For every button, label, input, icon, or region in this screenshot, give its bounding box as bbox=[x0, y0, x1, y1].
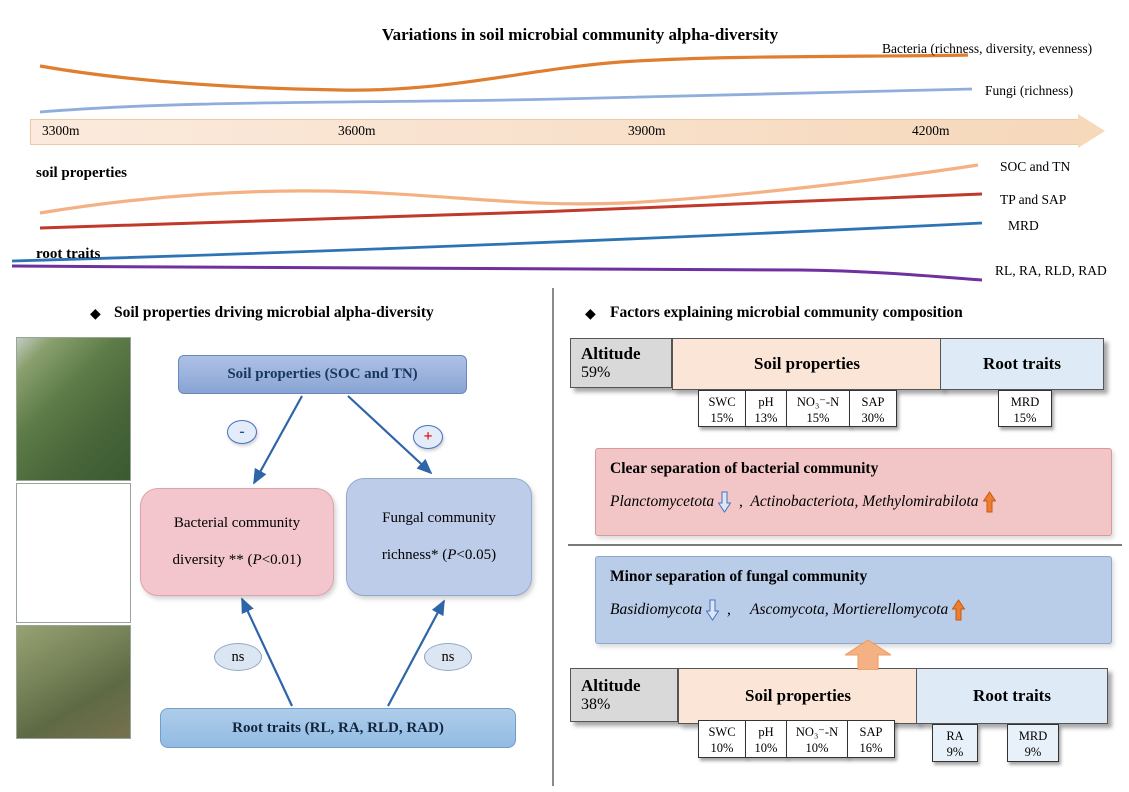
top-soil-factor-row: SWC 15% pH 13% NO₃⁻-N 15% SAP 30% bbox=[698, 390, 897, 427]
soil-properties-box: Soil properties (SOC and TN) bbox=[178, 355, 467, 394]
factor-no3n: NO₃⁻-N 10% bbox=[786, 720, 848, 758]
legend-tp-sap: TP and SAP bbox=[1000, 192, 1067, 207]
factor-mrd: MRD 15% bbox=[998, 390, 1052, 427]
figure-title: Variations in soil microbial community a… bbox=[381, 25, 779, 44]
ns-label-left: ns bbox=[214, 643, 262, 671]
left-panel-heading: Soil properties driving microbial alpha-… bbox=[114, 304, 434, 321]
fungal-taxa-line: Basidiomycota , Ascomycota, Mortierellom… bbox=[610, 599, 1097, 621]
p-value-symbol: P bbox=[252, 552, 262, 568]
p-value-symbol: P bbox=[447, 547, 457, 563]
bacterial-fungal-divider bbox=[568, 544, 1122, 546]
up-arrow-icon bbox=[982, 491, 996, 513]
fungal-richness-box: Fungal community richness* (P<0.05) bbox=[346, 478, 532, 596]
top-altitude-pct: 59% bbox=[581, 364, 611, 381]
altitude-axis-bar bbox=[30, 119, 1081, 145]
soil-properties-axis-label: soil properties bbox=[36, 165, 127, 181]
vegetation-photo-1 bbox=[16, 337, 131, 481]
factor-sap: SAP 30% bbox=[849, 390, 897, 427]
bacterial-box-line2: diversity ** (P<0.01) bbox=[172, 552, 302, 568]
bottom-root-traits-cell: Root traits bbox=[916, 668, 1108, 724]
altitude-tick-4200: 4200m bbox=[912, 123, 950, 138]
bacterial-box-line1: Bacterial community bbox=[173, 514, 301, 531]
top-altitude-cell: Altitude 59% bbox=[570, 338, 672, 388]
down-arrow-icon bbox=[718, 491, 732, 513]
root-traits-axis-label: root traits bbox=[36, 246, 101, 262]
bacterial-taxa-line: Planctomycetota , Actinobacteriota, Meth… bbox=[610, 491, 1097, 513]
bottom-soil-factor-row: SWC 10% pH 10% NO₃⁻-N 10% SAP 16% bbox=[698, 720, 895, 758]
bottom-altitude-label: Altitude bbox=[581, 676, 641, 695]
legend-bacteria: Bacteria (richness, diversity, evenness) bbox=[882, 41, 1093, 56]
factor-mrd: MRD 9% bbox=[1007, 724, 1059, 762]
ns-label-right: ns bbox=[424, 643, 472, 671]
mrd-curve bbox=[11, 221, 983, 263]
factor-no3n: NO₃⁻-N 15% bbox=[786, 390, 850, 427]
tp-sap-curve bbox=[39, 192, 983, 230]
factor-ph: pH 13% bbox=[745, 390, 787, 427]
bottom-soil-properties-cell: Soil properties bbox=[678, 668, 918, 724]
soc-tn-curve bbox=[39, 163, 979, 215]
factor-sap: SAP 16% bbox=[847, 720, 895, 758]
left-heading-bullet: ◆ bbox=[90, 307, 101, 322]
legend-root-traits: RL, RA, RLD, RAD bbox=[995, 263, 1107, 278]
bottom-altitude-cell: Altitude 38% bbox=[570, 668, 678, 722]
fungal-composition-title: Minor separation of fungal community bbox=[610, 568, 868, 585]
altitude-tick-3900: 3900m bbox=[628, 123, 666, 138]
panel-divider bbox=[552, 288, 554, 786]
up-arrow-icon bbox=[952, 599, 966, 621]
minus-sign-circle: - bbox=[227, 420, 257, 444]
altitude-tick-3300: 3300m bbox=[42, 123, 80, 138]
fungal-box-line2: richness* (P<0.05) bbox=[381, 547, 497, 563]
fungal-box-line1: Fungal community bbox=[382, 509, 496, 526]
legend-soc-tn: SOC and TN bbox=[1000, 159, 1071, 174]
right-heading-bullet: ◆ bbox=[585, 307, 596, 322]
bacterial-composition-title: Clear separation of bacterial community bbox=[610, 460, 879, 477]
right-panel-heading: Factors explaining microbial community c… bbox=[610, 304, 963, 321]
fungi-curve bbox=[39, 87, 973, 114]
big-up-arrow-icon bbox=[845, 640, 891, 670]
vegetation-photo-3 bbox=[16, 625, 131, 739]
factor-ph: pH 10% bbox=[745, 720, 787, 758]
legend-mrd: MRD bbox=[1008, 218, 1039, 233]
top-altitude-label: Altitude bbox=[581, 344, 641, 363]
legend-fungi: Fungi (richness) bbox=[985, 83, 1074, 98]
bottom-altitude-pct: 38% bbox=[581, 696, 611, 713]
factor-ra: RA 9% bbox=[932, 724, 978, 762]
factor-swc: SWC 10% bbox=[698, 720, 746, 758]
vegetation-photo-2 bbox=[16, 483, 131, 623]
bacterial-composition-box: Clear separation of bacterial community … bbox=[595, 448, 1112, 536]
root-traits-curve bbox=[11, 264, 983, 282]
down-arrow-icon bbox=[706, 599, 720, 621]
root-traits-box: Root traits (RL, RA, RLD, RAD) bbox=[160, 708, 516, 748]
arrow-soil-to-bacterial bbox=[253, 395, 303, 485]
plus-sign-circle: + bbox=[413, 425, 443, 449]
bacterial-diversity-box: Bacterial community diversity ** (P<0.01… bbox=[140, 488, 334, 596]
bacteria-curve bbox=[39, 53, 969, 92]
altitude-axis-arrowhead bbox=[1078, 114, 1105, 148]
altitude-tick-3600: 3600m bbox=[338, 123, 376, 138]
factor-swc: SWC 15% bbox=[698, 390, 746, 427]
top-root-traits-cell: Root traits bbox=[940, 338, 1104, 390]
fungal-composition-box: Minor separation of fungal community Bas… bbox=[595, 556, 1112, 644]
top-soil-properties-cell: Soil properties bbox=[672, 338, 942, 390]
